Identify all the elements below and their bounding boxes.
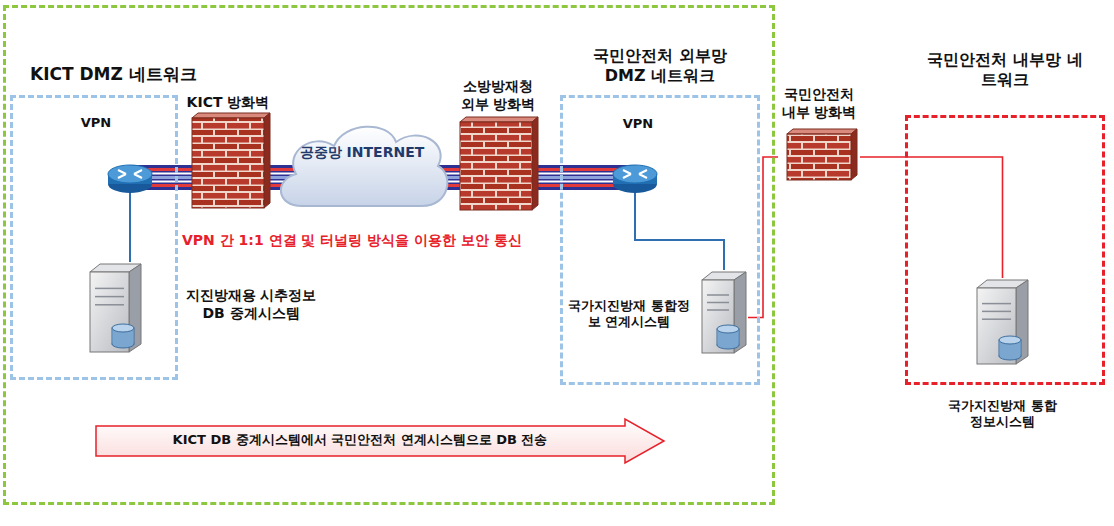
node-label: 국민안전처 내부 방화벽 — [778, 86, 860, 121]
node-label: KICT DMZ 네트워크 — [30, 64, 270, 85]
server: 국가지진방재 통합정보 연계시스템 — [700, 270, 748, 355]
node-label: 지진방재용 시추정보 DB 중계시스템 — [180, 287, 322, 322]
node-label: 국가지진방재 통합정보 연계시스템 — [563, 298, 695, 331]
server: 국가지진방재 통합정보시스템 — [975, 278, 1030, 366]
annotation-text: VPN 간 1:1 연결 및 터널링 방식을 이용한 보안 통신 — [182, 232, 522, 250]
lan-wire — [635, 188, 724, 270]
internet-cloud: 공중망 INTERNET — [272, 118, 452, 213]
node-label: 국민안전처 내부망 네트워크 — [920, 50, 1090, 90]
vpn-router — [613, 165, 657, 193]
dmz-zone: 국가지진방재 통합정보 연계시스템국민안전처 외부망 DMZ 네트워크VPN — [560, 95, 760, 385]
server-icon — [700, 270, 748, 355]
server-icon — [975, 278, 1030, 366]
server: 지진방재용 시추정보 DB 중계시스템 — [88, 262, 143, 354]
server-icon — [88, 262, 143, 354]
firewall: KICT 방화벽 — [178, 94, 278, 214]
cloud-icon — [272, 118, 452, 213]
internal-zone: 국가지진방재 통합정보시스템국민안전처 내부망 네트워크 — [905, 115, 1105, 385]
node-label: KICT 방화벽 — [178, 94, 278, 112]
node-label: KICT DB 중계시스템에서 국민안전처 연계시스템으로 DB 전송 — [95, 432, 625, 448]
network-zone: 지진방재용 시추정보 DB 중계시스템 VPN KICT 방화벽공중망 INTERN… — [3, 5, 775, 505]
firewall-icon — [178, 94, 278, 214]
vpn-router — [108, 165, 152, 193]
node-label: 공중망 INTERNET — [272, 144, 452, 162]
firewall: 소방방재청 외부 방화벽 — [448, 78, 548, 212]
network-link — [860, 157, 1003, 278]
lan-wire — [129, 188, 131, 262]
vpn-label: VPN — [613, 116, 663, 132]
transfer-arrow: KICT DB 중계시스템에서 국민안전처 연계시스템으로 DB 전송 — [95, 418, 665, 464]
firewall: 국민안전처 내부 방화벽 — [778, 86, 860, 184]
vpn-zone: 지진방재용 시추정보 DB 중계시스템 VPN — [10, 95, 178, 380]
node-label: 국민안전처 외부망 DMZ 네트워크 — [580, 46, 740, 86]
node-label: 국가지진방재 통합정보시스템 — [945, 398, 1060, 431]
node-label: 소방방재청 외부 방화벽 — [456, 78, 540, 113]
node-label: VPN — [71, 115, 121, 131]
